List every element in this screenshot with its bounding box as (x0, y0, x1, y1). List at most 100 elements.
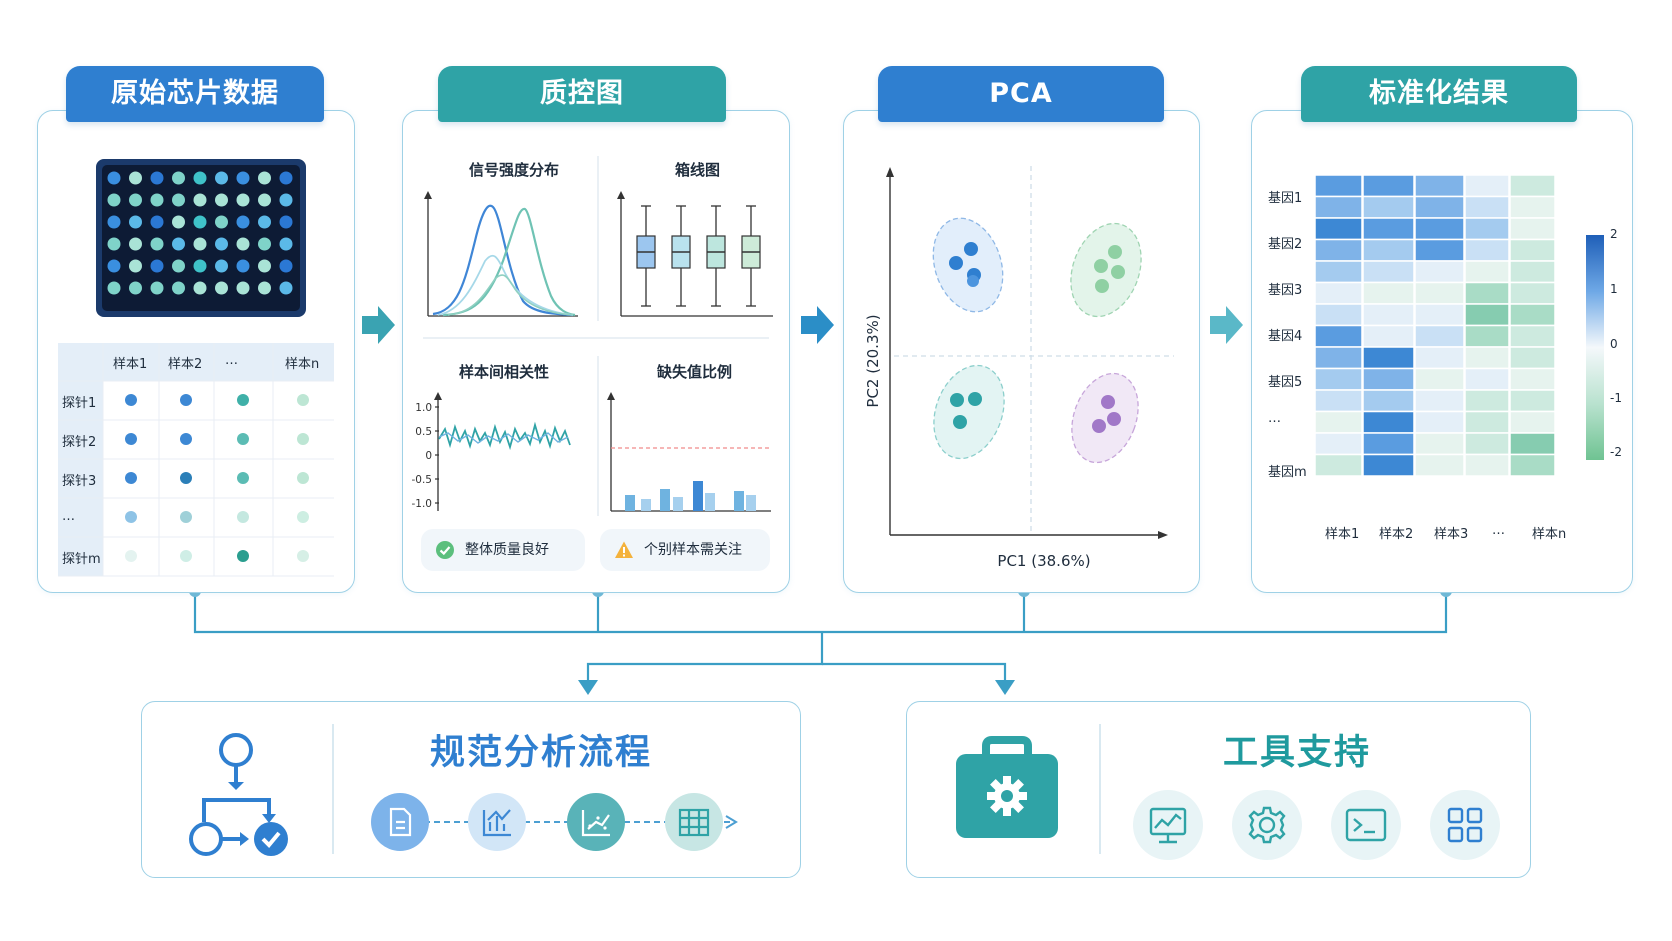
chip-spot (172, 281, 185, 295)
chip-spot (279, 259, 293, 273)
table-row-header: 探针3 (62, 474, 97, 489)
heatmap-cell (1464, 217, 1510, 241)
chip-spot (150, 259, 164, 273)
heatmap-cell (1414, 174, 1465, 198)
scale-tick-label: 2 (1610, 227, 1618, 241)
monitor-chart-icon[interactable] (1133, 790, 1203, 860)
density-curve (447, 274, 574, 316)
chip-spot (107, 193, 121, 207)
heatmap (1314, 174, 1604, 477)
chip-spot (107, 237, 121, 251)
correlation-title: 样本间相关性 (459, 363, 550, 381)
table-column-header: 样本n (285, 357, 320, 372)
chip-spot (129, 237, 142, 251)
table-cell-dot (237, 394, 249, 406)
scale-tick-label: -2 (1610, 445, 1622, 459)
heatmap-cell (1509, 217, 1556, 241)
chip-spot (236, 237, 250, 251)
density-curve (432, 204, 574, 317)
heatmap-cell (1362, 260, 1415, 284)
correlation-tick-label: 0.5 (415, 426, 432, 438)
heatmap-cell (1314, 346, 1363, 370)
heatmap-cell (1314, 389, 1363, 413)
chip-spot (236, 281, 250, 295)
chip-spot (129, 171, 142, 185)
heatmap-cell (1464, 324, 1510, 348)
heatmap-cell (1314, 410, 1363, 434)
apps-grid-icon[interactable] (1430, 790, 1500, 860)
chip-spot (215, 281, 228, 295)
chip-spot (107, 281, 121, 295)
missing-bar (660, 489, 670, 511)
scale-tick-label: 0 (1610, 337, 1618, 351)
chip-spot (215, 193, 228, 207)
divider (1099, 724, 1101, 854)
heatmap-cell (1464, 260, 1510, 284)
warning-icon (615, 541, 633, 558)
heatmap-cell (1414, 281, 1465, 305)
scale-tick-label: 1 (1610, 282, 1618, 296)
heatmap-cell (1464, 389, 1510, 413)
table-cell-dot (297, 511, 309, 523)
heatmap-row-label: 基因m (1268, 465, 1307, 480)
table-cell-dot (180, 394, 192, 406)
heatmap-cell (1362, 410, 1415, 434)
pca-ylabel: PC2 (20.3%) (864, 314, 882, 407)
chip-spot (279, 171, 293, 185)
heatmap-column-label: … (1492, 523, 1505, 538)
flow-arrow-icon (362, 306, 1243, 344)
heatmap-row-label: 基因1 (1268, 191, 1303, 206)
heatmap-cell (1509, 410, 1556, 434)
chip-spot (172, 237, 185, 251)
cluster-ellipse (932, 217, 1004, 313)
chip-spot (172, 259, 185, 273)
quality-warn-badge: 个别样本需关注 (600, 529, 770, 571)
heatmap-cell (1362, 281, 1415, 305)
chip-spot (150, 215, 164, 229)
heatmap-row-label: 基因4 (1268, 329, 1303, 344)
heatmap-cell (1314, 324, 1363, 348)
heatmap-column-label: 样本1 (1325, 527, 1360, 542)
chip-spot (193, 259, 207, 273)
bar-chart-icon (482, 809, 511, 837)
raw-data-tab: 原始芯片数据 (66, 66, 324, 122)
correlation-tick-label: -1.0 (412, 498, 433, 510)
microarray-chip-icon (58, 159, 334, 577)
heatmap-cell (1314, 432, 1363, 456)
table-cell-dot (237, 511, 249, 523)
table-row-header: 探针1 (62, 396, 97, 411)
chip-spot (107, 259, 121, 273)
heatmap-cell (1314, 453, 1363, 477)
scatter-plot-icon (581, 810, 610, 837)
chip-spot (107, 171, 121, 185)
heatmap-cell (1362, 195, 1415, 219)
heatmap-cell (1314, 195, 1363, 219)
heatmap-cell (1414, 238, 1465, 262)
heatmap-cell (1464, 281, 1510, 305)
heatmap-cell (1509, 432, 1556, 456)
cluster-ellipse (933, 364, 1005, 460)
heatmap-column-label: 样本2 (1379, 527, 1414, 542)
heatmap-cell (1362, 367, 1415, 391)
document-icon (389, 807, 412, 837)
heatmap-cell (1414, 195, 1465, 219)
correlation-tick-label: -0.5 (412, 474, 433, 486)
heatmap-cell (1464, 432, 1510, 456)
heatmap-cell (1464, 410, 1510, 434)
heatmap-cell (1414, 389, 1465, 413)
gear-icon[interactable] (1232, 790, 1302, 860)
heatmap-cell (1464, 303, 1510, 327)
table-cell-dot (180, 511, 192, 523)
chip-spot (107, 215, 121, 229)
density-curve (442, 207, 576, 317)
density-curve (437, 254, 574, 316)
heatmap-cell (1414, 453, 1465, 477)
heatmap-cell (1414, 260, 1465, 284)
boxplot-title: 箱线图 (675, 161, 721, 179)
chip-spot (258, 171, 271, 185)
terminal-icon[interactable] (1331, 790, 1401, 860)
chip-spot (215, 171, 228, 185)
chip-spot (172, 171, 185, 185)
correlation-tick-label: 1.0 (415, 402, 432, 414)
